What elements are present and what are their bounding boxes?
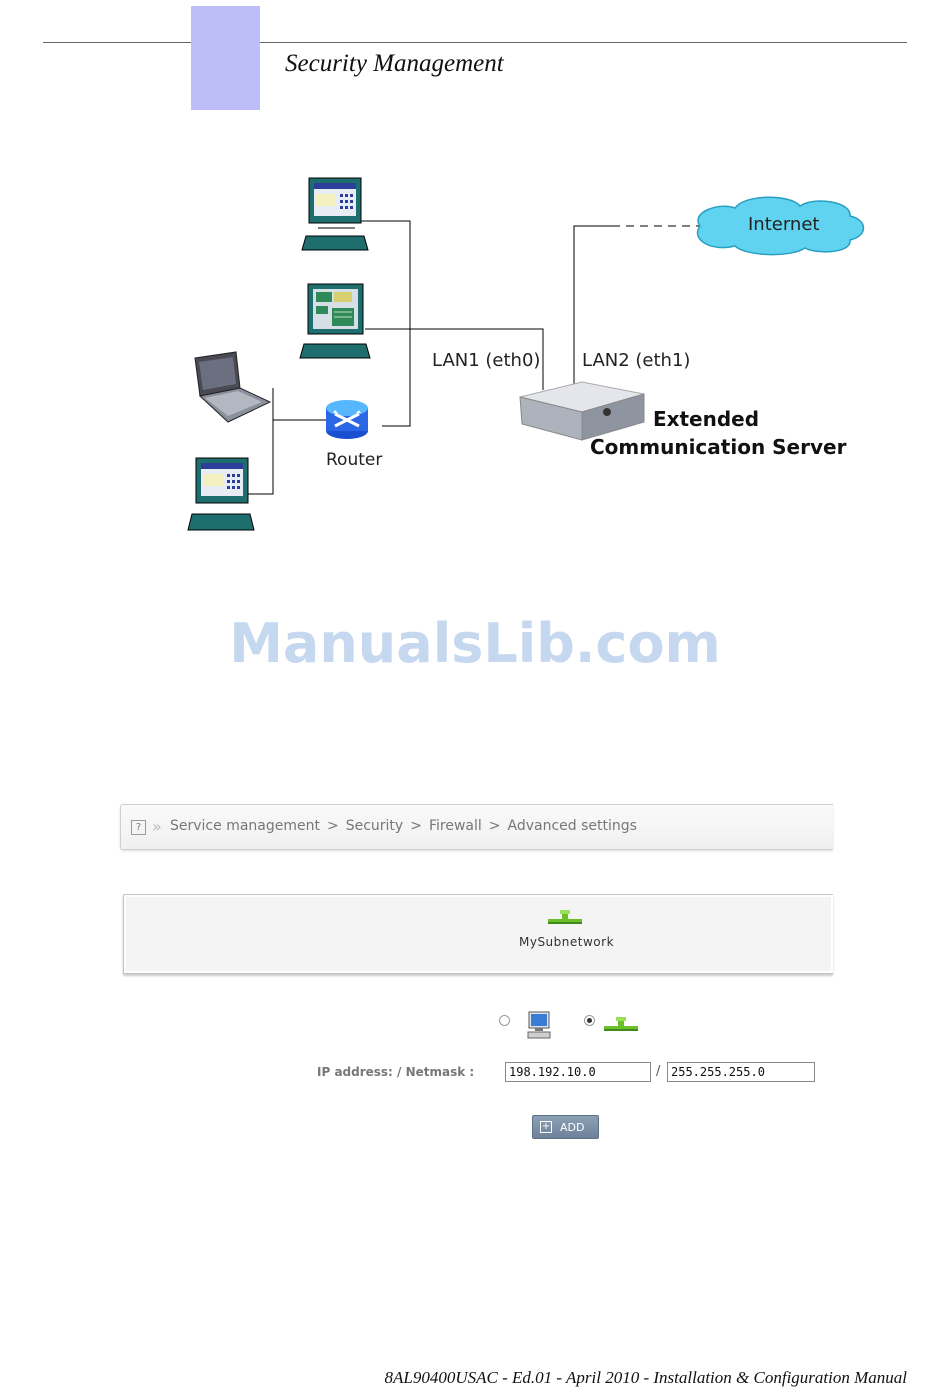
page-footer: 8AL90400USAC - Ed.01 - April 2010 - Inst…: [385, 1368, 907, 1388]
chapter-tab-marker: [191, 6, 260, 110]
breadcrumb-separator: >: [410, 818, 422, 834]
subnetwork-panel: MySubnetwork: [123, 894, 833, 974]
network-icon: [603, 1016, 639, 1034]
router-icon: [326, 400, 368, 439]
breadcrumb-item-advanced-settings[interactable]: Advanced settings: [507, 818, 636, 834]
breadcrumb-items: Service management > Security > Firewall > Adv…: [170, 818, 637, 834]
netmask-field[interactable]: [667, 1062, 815, 1082]
host-radio[interactable]: [499, 1015, 510, 1026]
breadcrumb-item-security[interactable]: Security: [346, 818, 404, 834]
breadcrumb-separator: >: [489, 818, 501, 834]
network-diagram: LAN1 (eth0) LAN2 (eth1) Internet Router …: [0, 150, 950, 570]
lan1-label: LAN1 (eth0): [432, 350, 540, 371]
add-button-label: ADD: [560, 1121, 584, 1134]
computer-icon: [526, 1010, 552, 1040]
network-radio[interactable]: [584, 1015, 595, 1026]
breadcrumb-item-firewall[interactable]: Firewall: [429, 818, 482, 834]
watermark: ManualsLib.com: [0, 612, 950, 675]
server-label-line2: Communication Server: [590, 435, 822, 459]
lan2-label: LAN2 (eth1): [582, 350, 690, 371]
router-label: Router: [326, 450, 382, 470]
internet-label: Internet: [748, 214, 819, 235]
subnetwork-icon[interactable]: [546, 909, 584, 927]
ip-netmask-separator: /: [656, 1064, 660, 1079]
subnetwork-name[interactable]: MySubnetwork: [494, 935, 639, 949]
breadcrumb-item-service-management[interactable]: Service management: [170, 818, 320, 834]
help-icon[interactable]: ?: [131, 820, 146, 835]
breadcrumb: ? » Service management > Security > Firewall…: [120, 804, 833, 850]
section-title: Security Management: [285, 50, 504, 78]
header-rule: [43, 42, 907, 43]
laptop-icon: [195, 352, 270, 422]
plus-icon: +: [540, 1121, 552, 1133]
breadcrumb-chevron-icon: »: [152, 817, 162, 836]
ip-address-field[interactable]: [505, 1062, 651, 1082]
workstation-2-icon: [300, 284, 370, 358]
ip-netmask-label: IP address: / Netmask :: [317, 1065, 474, 1079]
workstation-1-icon: [302, 178, 368, 250]
add-button[interactable]: + ADD: [532, 1115, 599, 1139]
server-label-line1: Extended: [590, 407, 822, 431]
workstation-3-icon: [188, 458, 254, 530]
breadcrumb-separator: >: [327, 818, 339, 834]
